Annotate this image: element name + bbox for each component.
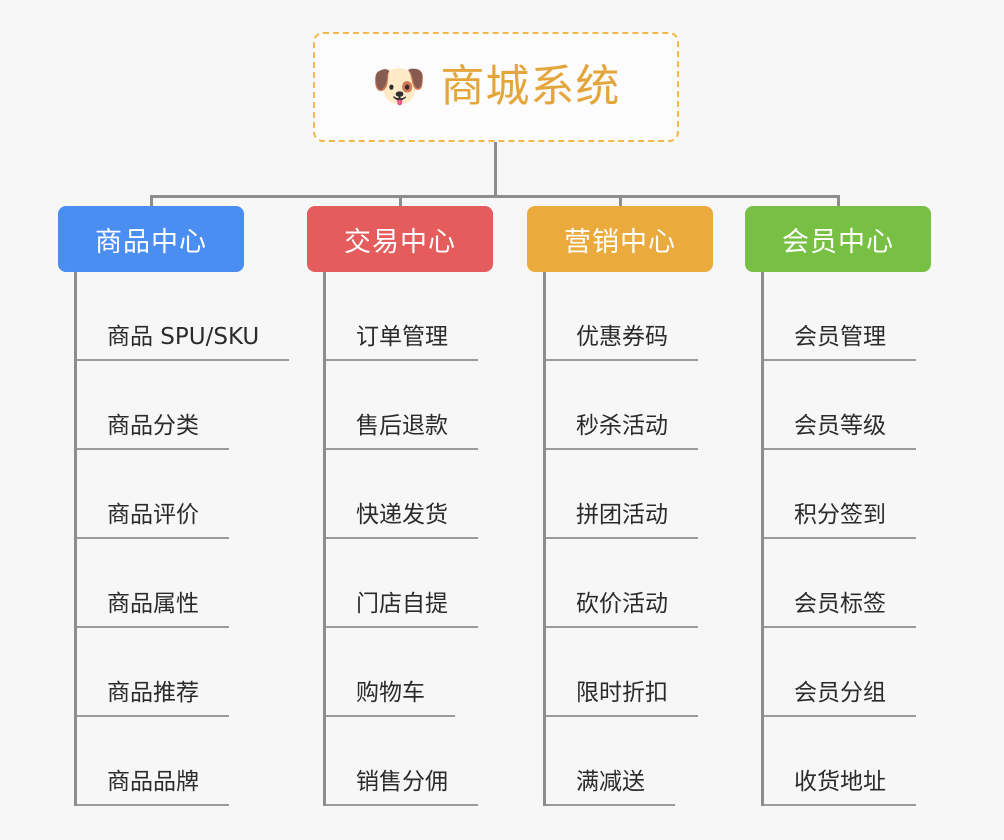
list-item[interactable]: 商品评价 (77, 450, 244, 539)
leaf-label: 商品属性 (77, 591, 229, 628)
connector-drop-branch-1 (150, 195, 153, 209)
leaf-label: 快递发货 (326, 502, 478, 539)
connector-horizontal-bus (150, 195, 840, 198)
leaf-list-product: 商品 SPU/SKU 商品分类 商品评价 商品属性 商品推荐 商品品牌 (74, 272, 290, 806)
leaf-label: 订单管理 (326, 324, 478, 361)
branch-column-member: 会员中心 会员管理 会员等级 积分签到 会员标签 会员分组 收货地址 (745, 206, 931, 806)
leaf-label: 秒杀活动 (546, 413, 698, 450)
root-title: 商城系统 (440, 60, 621, 112)
leaf-label: 商品分类 (77, 413, 229, 450)
list-item[interactable]: 会员标签 (764, 539, 931, 628)
branch-column-marketing: 营销中心 优惠券码 秒杀活动 拼团活动 砍价活动 限时折扣 满减送 (527, 206, 713, 806)
leaf-label: 售后退款 (326, 413, 478, 450)
leaf-label: 砍价活动 (546, 591, 698, 628)
list-item[interactable]: 积分签到 (764, 450, 931, 539)
connector-drop-branch-3 (619, 195, 622, 209)
branch-column-product: 商品中心 商品 SPU/SKU 商品分类 商品评价 商品属性 商品推荐 商品品牌 (58, 206, 290, 806)
list-item[interactable]: 商品分类 (77, 361, 244, 450)
list-item[interactable]: 销售分佣 (326, 717, 493, 806)
list-item[interactable]: 收货地址 (764, 717, 931, 806)
shiba-dog-emoji-icon: 🐶 (371, 61, 427, 112)
leaf-label: 门店自提 (326, 591, 478, 628)
branch-header-label: 会员中心 (782, 226, 894, 258)
root-node[interactable]: 🐶 商城系统 (313, 32, 679, 142)
branch-header-trade[interactable]: 交易中心 (307, 206, 493, 272)
leaf-list-trade: 订单管理 售后退款 快递发货 门店自提 购物车 销售分佣 (323, 272, 493, 806)
branch-header-product[interactable]: 商品中心 (58, 206, 244, 272)
list-item[interactable]: 订单管理 (326, 272, 493, 361)
list-item[interactable]: 售后退款 (326, 361, 493, 450)
leaf-label: 优惠券码 (546, 324, 698, 361)
list-item[interactable]: 商品属性 (77, 539, 244, 628)
leaf-label: 收货地址 (764, 769, 916, 806)
leaf-label: 销售分佣 (326, 769, 478, 806)
list-item[interactable]: 购物车 (326, 628, 493, 717)
connector-root-stem (494, 142, 497, 198)
branch-header-marketing[interactable]: 营销中心 (527, 206, 713, 272)
list-item[interactable]: 优惠券码 (546, 272, 713, 361)
leaf-list-marketing: 优惠券码 秒杀活动 拼团活动 砍价活动 限时折扣 满减送 (543, 272, 713, 806)
list-item[interactable]: 满减送 (546, 717, 713, 806)
branch-header-label: 交易中心 (344, 226, 456, 258)
list-item[interactable]: 快递发货 (326, 450, 493, 539)
leaf-label: 满减送 (546, 769, 675, 806)
branch-header-label: 营销中心 (564, 226, 676, 258)
list-item[interactable]: 商品推荐 (77, 628, 244, 717)
list-item[interactable]: 秒杀活动 (546, 361, 713, 450)
connector-drop-branch-2 (399, 195, 402, 209)
leaf-label: 会员分组 (764, 680, 916, 717)
list-item[interactable]: 会员管理 (764, 272, 931, 361)
leaf-label: 商品推荐 (77, 680, 229, 717)
list-item[interactable]: 限时折扣 (546, 628, 713, 717)
list-item[interactable]: 会员分组 (764, 628, 931, 717)
branch-header-label: 商品中心 (95, 226, 207, 258)
list-item[interactable]: 商品 SPU/SKU (77, 272, 290, 361)
leaf-label: 拼团活动 (546, 502, 698, 539)
leaf-label: 商品品牌 (77, 769, 229, 806)
leaf-label: 会员管理 (764, 324, 916, 361)
list-item[interactable]: 拼团活动 (546, 450, 713, 539)
leaf-label: 积分签到 (764, 502, 916, 539)
branch-column-trade: 交易中心 订单管理 售后退款 快递发货 门店自提 购物车 销售分佣 (307, 206, 493, 806)
leaf-label: 商品 SPU/SKU (77, 324, 290, 361)
list-item[interactable]: 门店自提 (326, 539, 493, 628)
leaf-label: 商品评价 (77, 502, 229, 539)
list-item[interactable]: 商品品牌 (77, 717, 244, 806)
leaf-label: 限时折扣 (546, 680, 698, 717)
leaf-label: 会员等级 (764, 413, 916, 450)
connector-drop-branch-4 (837, 195, 840, 209)
leaf-label: 购物车 (326, 680, 455, 717)
branch-header-member[interactable]: 会员中心 (745, 206, 931, 272)
list-item[interactable]: 砍价活动 (546, 539, 713, 628)
leaf-list-member: 会员管理 会员等级 积分签到 会员标签 会员分组 收货地址 (761, 272, 931, 806)
list-item[interactable]: 会员等级 (764, 361, 931, 450)
leaf-label: 会员标签 (764, 591, 916, 628)
